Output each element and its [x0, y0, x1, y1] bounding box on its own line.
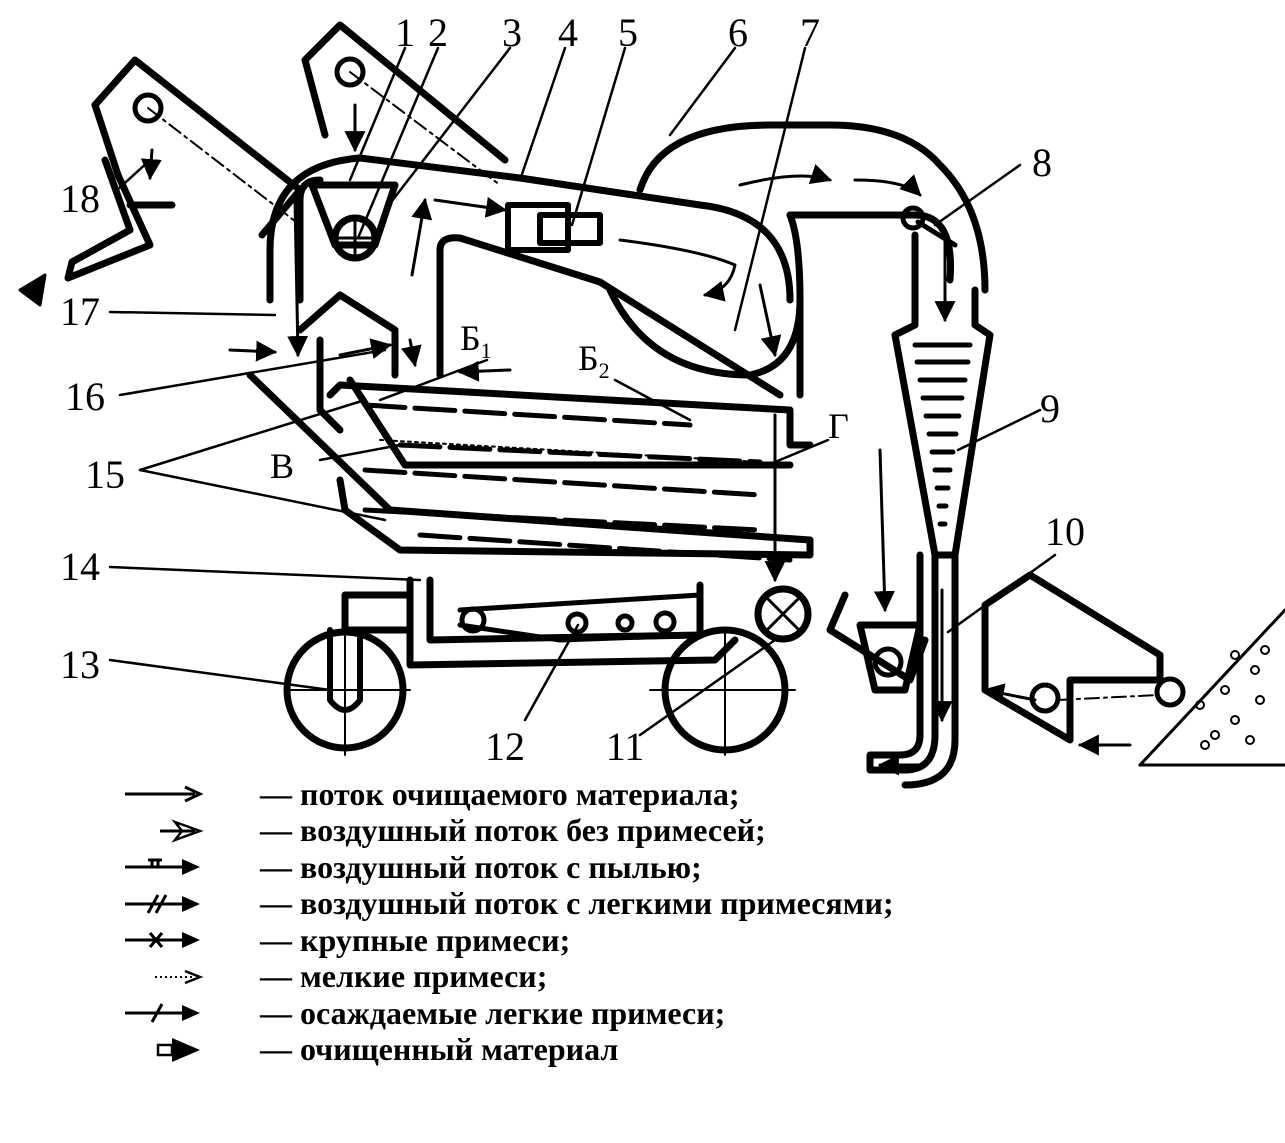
legend-row: — поток очищаемого материала;: [120, 776, 1020, 813]
machine-housing: [266, 154, 794, 399]
air-to-separator-arrow: [433, 196, 508, 218]
zone-g: Г: [828, 406, 849, 446]
sieve-lines: [362, 402, 793, 563]
callout-3: 3: [502, 10, 522, 55]
legend-text: — воздушный поток с пылью;: [260, 848, 702, 885]
callout-16: 16: [65, 374, 105, 419]
callout-1: 1: [395, 10, 415, 55]
grain-pile-edge: [1138, 608, 1285, 767]
legend-row: — воздушный поток с легкими примесями;: [120, 885, 1020, 923]
loader-flow-arrow: [982, 683, 1037, 705]
callout-4: 4: [558, 10, 578, 55]
air-intake-arrow: [228, 340, 278, 362]
dust-separator: [505, 202, 603, 253]
cyclone-fins: [912, 342, 973, 527]
cyclone: [891, 231, 994, 559]
legend-row: — осаждаемые легкие примеси;: [120, 995, 1020, 1032]
callout-12: 12: [485, 724, 525, 769]
coarse-impurities-arrow-icon: [125, 932, 200, 949]
elevator-discharge-arrow: [140, 148, 162, 181]
legend-text: — осаждаемые легкие примеси;: [260, 994, 726, 1031]
legend-text: — поток очищаемого материала;: [260, 775, 740, 812]
cleaned-material-arrow-icon: [156, 1037, 200, 1062]
callout-10: 10: [1045, 509, 1085, 554]
leader-lines: [108, 46, 1057, 737]
impurities-out-arrow: [18, 273, 47, 307]
zone-b1: Б1: [460, 318, 492, 363]
rear-wheel: [649, 626, 796, 756]
outlet-chute: [866, 551, 959, 789]
left-elevator: [64, 56, 304, 282]
callout-17: 17: [60, 289, 100, 334]
settling-chamber: [606, 121, 989, 399]
material-flow-arrow-icon: [125, 785, 204, 803]
legend-text: — очищенный материал: [260, 1031, 619, 1068]
drive: [457, 592, 703, 643]
chamber-air-arrow: [738, 164, 832, 187]
callout-7: 7: [800, 10, 820, 55]
callout-14: 14: [60, 544, 100, 589]
to-hopper-arrow: [873, 448, 895, 613]
zone-v: В: [270, 446, 294, 486]
light-impurities-air-arrow-icon: [125, 894, 200, 914]
legend: — поток очищаемого материала; — воздушны…: [120, 776, 1020, 1068]
chamber-down-arrow: [758, 283, 782, 358]
clean-air-arrow-icon: [160, 819, 204, 843]
callout-11: 11: [606, 724, 645, 769]
loader-elevator: [981, 571, 1186, 744]
discharge-hopper: [826, 591, 929, 694]
callout-9: 9: [1040, 386, 1060, 431]
valve-8: [900, 205, 926, 231]
air-up-arrow: [410, 197, 433, 277]
legend-text: — воздушный поток с легкими примесями;: [260, 885, 894, 922]
vortex-arrow: [618, 238, 737, 302]
fine-impurities-arrow-icon: [155, 969, 204, 984]
callout-15: 15: [85, 452, 125, 497]
legend-row: — крупные примеси;: [120, 922, 1020, 959]
callout-8: 8: [1032, 140, 1052, 185]
callout-6: 6: [728, 10, 748, 55]
settled-light-impurities-arrow-icon: [125, 1003, 200, 1023]
callout-13: 13: [60, 642, 100, 687]
fine-impurities-path: [379, 439, 761, 463]
feed-hopper: [308, 181, 399, 262]
zone-b2: Б2: [578, 338, 610, 383]
front-wheel: [283, 627, 411, 756]
legend-text: — крупные примеси;: [260, 921, 571, 958]
callout-5: 5: [618, 10, 638, 55]
legend-row: — воздушный поток с пылью;: [120, 849, 1020, 886]
legend-text: — воздушный поток без примесей;: [260, 812, 766, 849]
auger-11: [754, 585, 812, 643]
dusty-air-arrow-icon: [125, 858, 200, 876]
upper-elevator: [301, 21, 509, 186]
legend-row: — мелкие примеси;: [120, 958, 1020, 996]
callout-18: 18: [60, 176, 100, 221]
grain-pile-dots: [1195, 645, 1270, 750]
legend-text: — мелкие примеси;: [260, 958, 548, 995]
legend-row: — очищенный материал: [120, 1031, 1020, 1069]
callout-2: 2: [428, 10, 448, 55]
chamber-air-arrow-2: [853, 174, 922, 197]
legend-row: — воздушный поток без примесей;: [120, 812, 1020, 850]
